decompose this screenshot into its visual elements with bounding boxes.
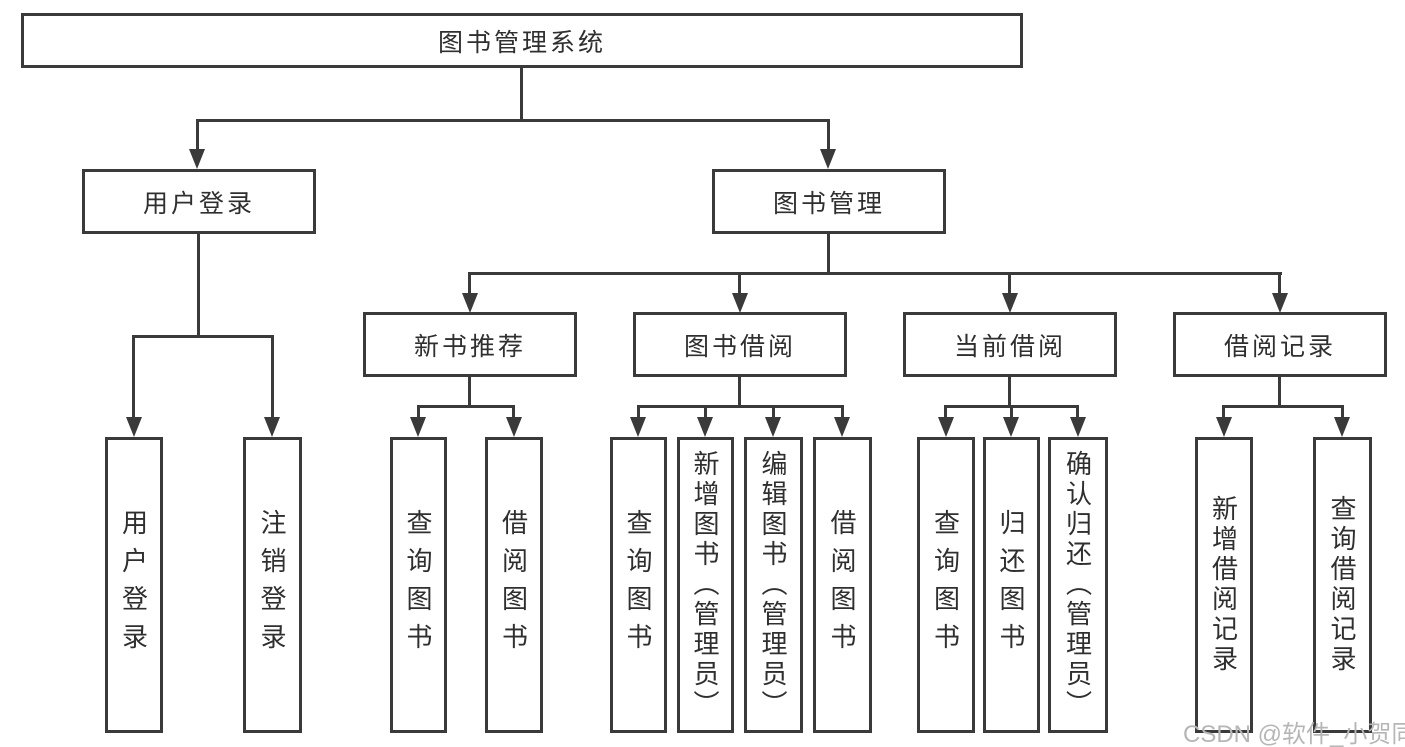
connector-line [271,335,274,419]
connector-line [738,272,741,295]
connector-line [944,405,947,418]
node-label: 当前借阅 [953,332,1066,361]
node-book-management: 图书管理 [712,169,946,234]
arrow-down-icon [834,417,850,437]
node-label: 借阅记录 [1223,332,1336,361]
leaf-query-books-current: 查询图书 [917,437,975,733]
leaf-label: 归还图书 [996,509,1026,661]
leaf-label: 查询图书 [623,509,653,661]
connector-line [196,119,199,151]
leaf-label: 注销登录 [257,509,287,661]
node-book-borrow: 图书借阅 [633,312,847,377]
arrow-down-icon [697,417,713,437]
arrow-down-icon [630,417,646,437]
connector-line [841,405,844,418]
arrow-down-icon [506,417,522,437]
leaf-user-login: 用户登录 [105,437,163,733]
connector-line [196,119,830,122]
connector-line [132,335,135,419]
leaf-label: 编辑图书（管理员） [758,450,788,720]
node-label: 图书管理系统 [437,28,606,57]
connector-line [1010,405,1013,418]
connector-line [1278,377,1281,408]
connector-line [637,405,640,418]
connector-line [1008,377,1011,408]
leaf-label: 查询图书 [930,509,961,661]
arrow-down-icon [1002,293,1018,313]
arrow-down-icon [462,293,478,313]
connector-line [738,377,741,408]
connector-line [468,272,471,295]
connector-line [704,405,707,418]
arrow-down-icon [938,417,954,437]
connector-line [827,119,830,151]
node-current-borrow: 当前借阅 [903,312,1117,377]
leaf-query-borrow-record: 查询借阅记录 [1313,437,1372,733]
node-label: 新书推荐 [413,332,526,361]
connector-line [512,405,515,418]
connector-line [197,234,200,338]
connector-line [1222,405,1225,418]
connector-line [468,272,1282,275]
arrow-down-icon [1070,417,1086,437]
node-label: 用户登录 [142,189,255,218]
node-label: 图书管理 [772,189,885,218]
connector-line [468,377,471,408]
arrow-down-icon [1334,417,1350,437]
connector-line [1341,405,1344,418]
node-borrow-records: 借阅记录 [1173,312,1387,377]
arrow-down-icon [264,417,280,437]
leaf-label: 查询借阅记录 [1327,495,1357,675]
node-label: 图书借阅 [683,332,796,361]
leaf-label: 借阅图书 [827,509,857,661]
connector-line [417,405,515,408]
connector-line [1222,405,1344,408]
arrow-down-icon [732,293,748,313]
arrow-down-icon [189,149,205,169]
leaf-label: 借阅图书 [498,509,529,661]
connector-line [1076,405,1079,418]
arrow-down-icon [410,417,426,437]
connector-line [637,405,844,408]
connector-line [1278,272,1281,295]
leaf-add-book-admin: 新增图书（管理员） [677,437,734,733]
leaf-label: 用户登录 [118,509,149,661]
leaf-query-books-borrow: 查询图书 [610,437,667,733]
leaf-label: 查询图书 [403,509,433,661]
leaf-label: 新增图书（管理员） [690,450,720,720]
csdn-watermark: CSDN @软件_小贺同学 [1183,721,1405,747]
node-new-book-recommend: 新书推荐 [363,312,577,377]
arrow-down-icon [1216,417,1232,437]
leaf-edit-book-admin: 编辑图书（管理员） [744,437,803,733]
leaf-confirm-return-admin: 确认归还（管理员） [1048,437,1108,733]
node-user-login: 用户登录 [82,169,316,234]
leaf-return-book: 归还图书 [983,437,1040,733]
arrow-down-icon [1272,293,1288,313]
leaf-add-borrow-record: 新增借阅记录 [1195,437,1253,733]
connector-line [827,234,830,275]
connector-line [1008,272,1011,295]
connector-line [520,68,523,122]
leaf-borrow-books: 借阅图书 [813,437,872,733]
leaf-label: 确认归还（管理员） [1062,450,1093,720]
arrow-down-icon [765,417,781,437]
connector-line [132,335,274,338]
leaf-borrow-books-recommend: 借阅图书 [485,437,543,733]
connector-line [417,405,420,418]
connector-line [772,405,775,418]
leaf-logout: 注销登录 [243,437,302,733]
arrow-down-icon [126,417,142,437]
arrow-down-icon [820,149,836,169]
arrow-down-icon [1003,417,1019,437]
leaf-query-books-recommend: 查询图书 [390,437,447,733]
node-library-system: 图书管理系统 [21,13,1023,68]
leaf-label: 新增借阅记录 [1208,495,1239,675]
